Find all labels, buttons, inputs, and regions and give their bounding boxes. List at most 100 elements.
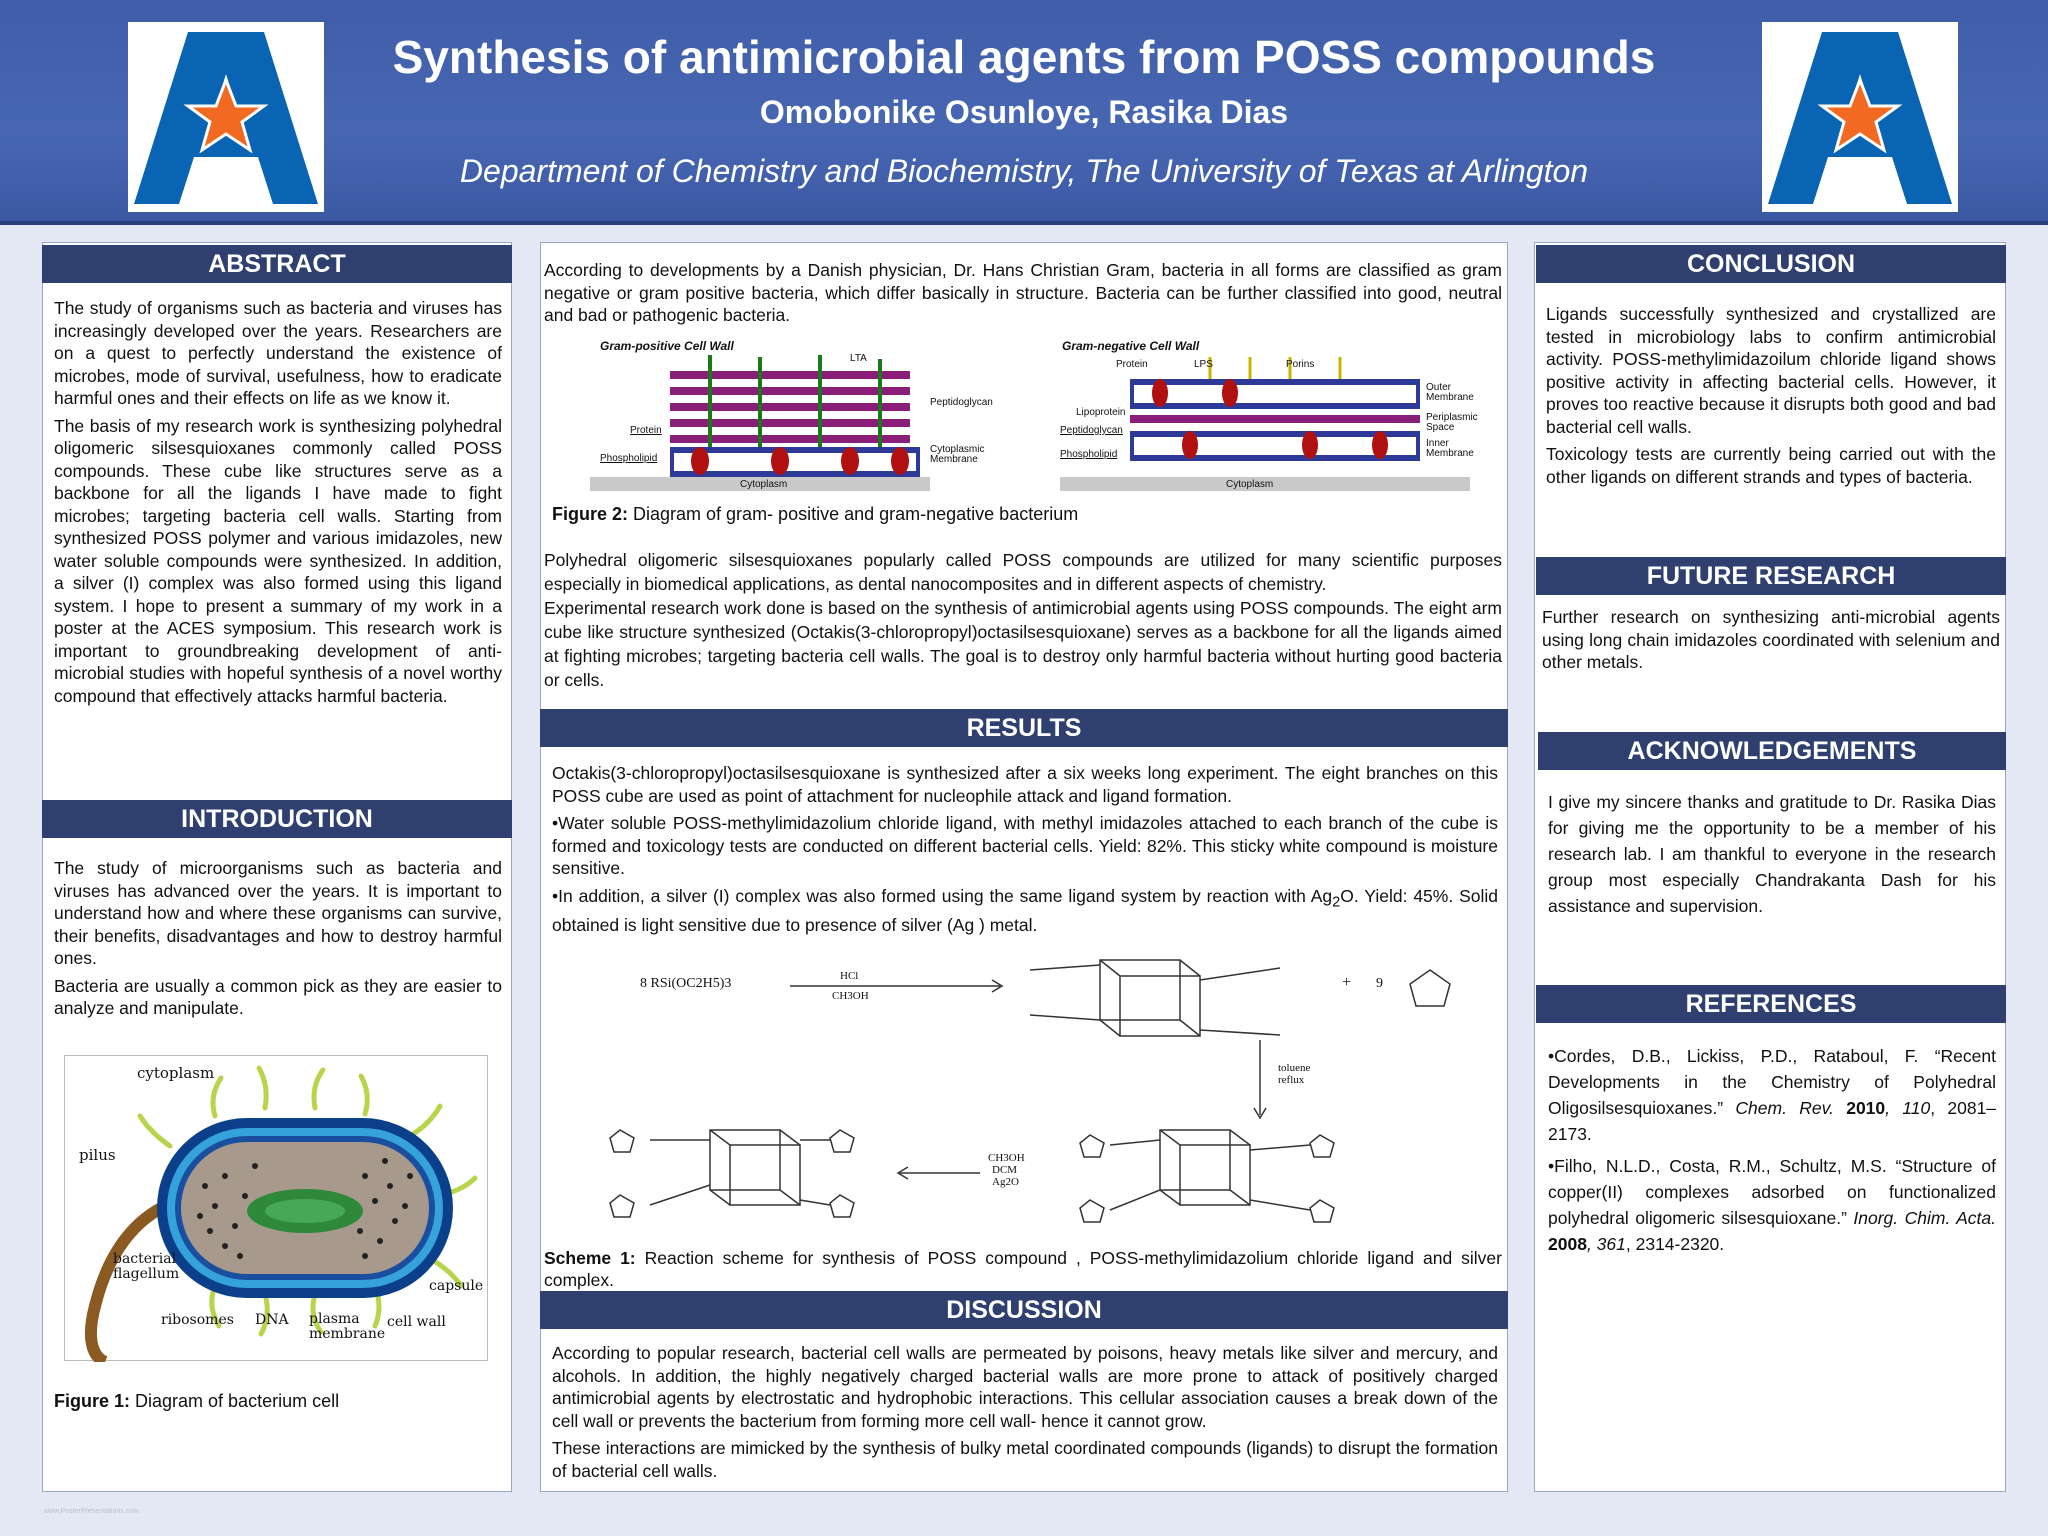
reference-year: 2008 [1548, 1234, 1587, 1254]
gram-cell-wall-figure: Gram-positive Cell Wall Gram-negative Ce… [590, 335, 1478, 495]
fig2-label-porins: Porins [1286, 359, 1315, 370]
fig1-label-capsule: capsule [429, 1278, 484, 1294]
references-body: •Cordes, D.B., Lickiss, P.D., Rataboul, … [1548, 1043, 1996, 1262]
figure2-caption-text: Diagram of gram- positive and gram-negat… [628, 504, 1079, 524]
reference-volume: , 361 [1586, 1234, 1626, 1254]
bacterium-diagram [84, 1065, 478, 1368]
scheme-equivalents: 9 [1376, 976, 1383, 991]
reaction-scheme-diagram [609, 959, 1451, 1223]
figure2-caption-label: Figure 2: [552, 504, 629, 524]
scheme1-caption-label: Scheme 1: [544, 1248, 636, 1268]
scheme-condition-toluene: toluene reflux [1278, 1062, 1311, 1086]
conclusion-body: Ligands successfully synthesized and cry… [1546, 303, 1996, 493]
results-subscript: 2 [1332, 894, 1341, 910]
fig1-label-ribosomes: ribosomes [161, 1312, 234, 1328]
reference-text: •Filho, N.L.D., Costa, R.M., Schultz, M.… [1548, 1156, 1996, 1228]
reference-item: •Cordes, D.B., Lickiss, P.D., Rataboul, … [1548, 1043, 1996, 1147]
uta-a-star-icon [1768, 32, 1952, 204]
results-paragraph: Octakis(3-chloropropyl)octasilsesquioxan… [552, 763, 1498, 806]
fig2-label-inner-membrane: Inner Membrane [1426, 438, 1474, 459]
scheme-condition-hcl: HCl [840, 970, 859, 982]
future-research-heading: FUTURE RESEARCH [1536, 557, 2006, 595]
reference-journal: Inorg. Chim. Acta. [1853, 1208, 1996, 1228]
results-body: Octakis(3-chloropropyl)octasilsesquioxan… [552, 762, 1498, 941]
fig1-label-cytoplasm: cytoplasm [137, 1064, 215, 1082]
discussion-paragraph: According to popular research, bacterial… [552, 1343, 1498, 1431]
acknowledgements-heading: ACKNOWLEDGEMENTS [1538, 732, 2006, 770]
scheme1-caption-text: Reaction scheme for synthesis of POSS co… [544, 1248, 1502, 1290]
fig2-label-cytoplasmic-membrane: Cytoplasmic Membrane [930, 444, 985, 465]
acknowledgements-body: I give my sincere thanks and gratitude t… [1548, 789, 1996, 924]
conclusion-heading: CONCLUSION [1536, 245, 2006, 283]
figure1-caption-label: Figure 1: [54, 1391, 131, 1411]
abstract-paragraph: The basis of my research work is synthes… [54, 415, 502, 706]
introduction-paragraph: Bacteria are usually a common pick as th… [54, 975, 502, 1019]
conclusion-paragraph: Ligands successfully synthesized and cry… [1546, 304, 1996, 437]
figure1-caption-text: Diagram of bacterium cell [130, 1391, 340, 1411]
reference-pages: , 2081–2173. [1548, 1098, 1997, 1144]
fig2-gram-negative-title: Gram-negative Cell Wall [1062, 339, 1200, 353]
discussion-body: According to popular research, bacterial… [552, 1342, 1498, 1487]
fig2-label-phospholipid-gn: Phospholipid [1060, 449, 1118, 460]
discussion-heading: DISCUSSION [540, 1291, 1508, 1329]
reference-text: •Cordes, D.B., Lickiss, P.D., Rataboul, … [1548, 1046, 1996, 1118]
fig2-gram-positive-title: Gram-positive Cell Wall [600, 339, 734, 353]
results-paragraph: •Water soluble POSS-methylimidazolium ch… [552, 813, 1498, 878]
fig2-label-peptidoglycan-gn: Peptidoglycan [1060, 425, 1123, 436]
abstract-body: The study of organisms such as bacteria … [54, 297, 502, 712]
abstract-paragraph: The study of organisms such as bacteria … [54, 298, 502, 408]
scheme-plus: + [1342, 974, 1352, 991]
poster-authors: Omobonike Osunloye, Rasika Dias [759, 94, 1289, 130]
reference-year: 2010 [1833, 1098, 1886, 1118]
future-research-body: Further research on synthesizing anti-mi… [1542, 606, 2000, 679]
gram-intro-text: According to developments by a Danish ph… [544, 260, 1502, 325]
uta-a-star-icon [134, 32, 318, 204]
poster-department: Department of Chemistry and Biochemistry… [459, 153, 1589, 189]
gram-cell-wall-diagram [590, 355, 1470, 491]
fig1-label-dna: DNA [255, 1312, 289, 1328]
fig2-label-cytoplasm-gn: Cytoplasm [1226, 479, 1274, 490]
uta-logo-right [1762, 22, 1958, 212]
introduction-body: The study of microorganisms such as bact… [54, 857, 502, 1025]
fig1-label-cell-wall: cell wall [387, 1314, 446, 1330]
bacterium-cell-figure: cytoplasm pilus bacterial flagellum ribo… [64, 1055, 488, 1368]
acknowledgements-paragraph: I give my sincere thanks and gratitude t… [1548, 792, 1996, 916]
right-column-panel [1534, 242, 2006, 1492]
uta-logo-left [128, 22, 324, 212]
introduction-heading: INTRODUCTION [42, 800, 512, 838]
poss-paragraph: Experimental research work done is based… [544, 598, 1502, 690]
results-text: O. Yield: 45%. Solid obtained is light s… [552, 885, 1499, 935]
fig2-label-protein: Protein [630, 425, 662, 436]
scheme-reactant: 8 RSi(OC2H5)3 [640, 976, 732, 991]
fig2-label-lipoprotein: Lipoprotein [1076, 407, 1126, 418]
reference-item: •Filho, N.L.D., Costa, R.M., Schultz, M.… [1548, 1153, 1996, 1257]
fig2-label-phospholipid: Phospholipid [600, 453, 658, 464]
results-paragraph-silver: •In addition, a silver (I) complex was a… [552, 885, 1498, 937]
poster-title: Synthesis of antimicrobial agents from P… [392, 31, 1656, 83]
reference-pages: , 2314-2320. [1625, 1234, 1725, 1254]
fig1-label-pilus: pilus [79, 1146, 116, 1164]
scheme-condition-methanol: CH3OH [832, 990, 869, 1002]
fig2-label-lta: LTA [850, 353, 867, 364]
references-heading: REFERENCES [1536, 985, 2006, 1023]
conclusion-paragraph: Toxicology tests are currently being car… [1546, 444, 1996, 487]
results-heading: RESULTS [540, 709, 1508, 747]
fig1-label-flagellum: bacterial flagellum [113, 1251, 180, 1282]
scheme-condition-ag2o: Ag2O [992, 1176, 1019, 1188]
results-text: •In addition, a silver (I) complex was a… [552, 885, 1333, 906]
future-research-paragraph: Further research on synthesizing anti-mi… [1542, 607, 2000, 672]
reference-journal: Chem. Rev. [1735, 1098, 1834, 1118]
fig2-label-peptidoglycan: Peptidoglycan [930, 397, 993, 408]
poss-description: Polyhedral oligomeric silsesquioxanes po… [544, 548, 1502, 697]
scheme-condition-ch3oh: CH3OH [988, 1152, 1025, 1164]
poss-paragraph: Polyhedral oligomeric silsesquioxanes po… [544, 550, 1502, 594]
reaction-scheme-figure: 8 RSi(OC2H5)3 HCl CH3OH + 9 toluene refl… [560, 940, 1490, 1240]
poster-header: Synthesis of antimicrobial agents from P… [0, 0, 2048, 225]
fig2-label-lps: LPS [1194, 359, 1213, 370]
figure1-caption: Figure 1: Diagram of bacterium cell [54, 1391, 339, 1412]
abstract-heading: ABSTRACT [42, 245, 512, 283]
reference-volume: , 110 [1885, 1098, 1931, 1118]
discussion-paragraph: These interactions are mimicked by the s… [552, 1438, 1498, 1481]
fig2-label-protein-gn: Protein [1116, 359, 1148, 370]
fig1-label-plasma-membrane: plasma membrane [309, 1311, 386, 1342]
